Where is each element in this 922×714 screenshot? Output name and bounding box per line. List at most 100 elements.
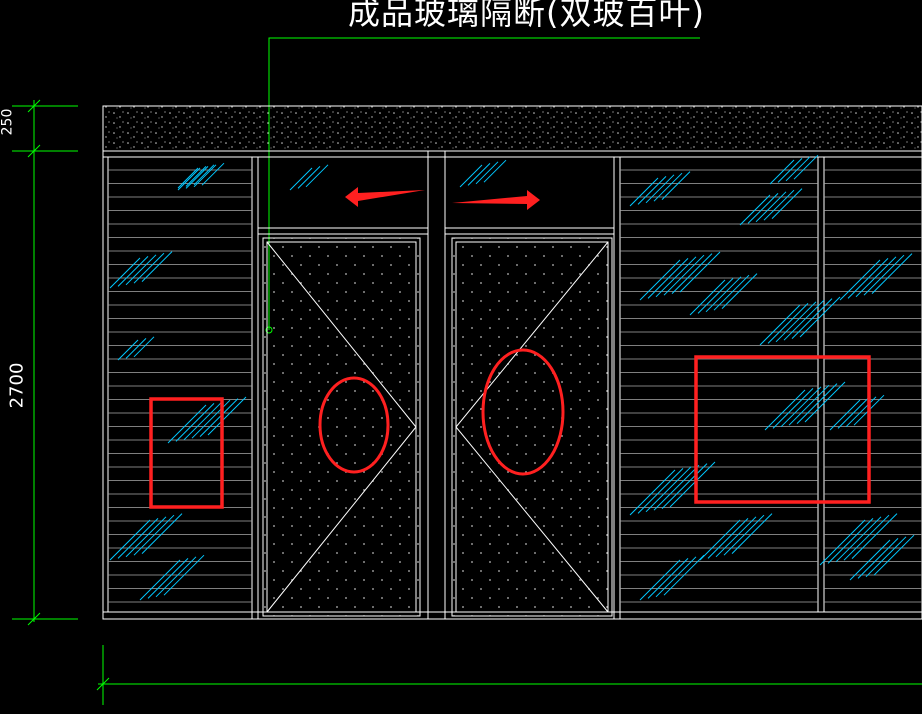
glass-hatch-line xyxy=(193,164,215,186)
glass-hatch-line xyxy=(785,156,811,182)
left-louver-panel xyxy=(108,169,252,603)
glass-hatch-line xyxy=(689,279,726,316)
glass-hatch-line xyxy=(147,558,189,599)
glass-hatch-line xyxy=(827,518,874,564)
glass-hatch-line xyxy=(185,166,209,189)
glass-hatch-line xyxy=(715,516,757,558)
glass-hatch-line xyxy=(647,258,689,299)
glass-hatch-line xyxy=(865,536,907,578)
horizontal-dimension xyxy=(96,645,922,705)
glass-hatch-line xyxy=(183,401,223,441)
glass-hatch-line xyxy=(117,339,139,361)
right-louver-panel xyxy=(620,169,922,603)
glass-hatch-line xyxy=(125,516,167,558)
glass-hatch-line xyxy=(109,257,141,289)
glass-hatch-line xyxy=(699,519,741,561)
glass-hatch-line xyxy=(697,278,734,314)
glass-hatch-line xyxy=(849,539,891,581)
partition-frame xyxy=(102,150,922,620)
glass-hatch-line xyxy=(843,514,890,561)
glass-hatch-line xyxy=(723,514,765,556)
markup-ellipse-right xyxy=(481,348,565,476)
glass-hatch-line xyxy=(637,176,667,205)
glass-hatch-line xyxy=(837,398,869,429)
glass-hatch-line xyxy=(647,558,689,599)
glass-hatch-line xyxy=(629,177,659,207)
drawing-title: 成品玻璃隔断(双玻百叶) xyxy=(348,0,705,32)
glass-hatch-line xyxy=(796,383,838,424)
glass-hatch-line xyxy=(835,516,882,563)
glass-hatch-line xyxy=(839,259,881,301)
glass-hatch-line xyxy=(772,388,814,429)
glass-hatch-line xyxy=(863,254,905,296)
glass-hatch-line xyxy=(775,301,817,343)
glass-hatch-line xyxy=(655,556,697,598)
glass-hatch-line xyxy=(739,194,771,226)
glass-hatch-line xyxy=(791,298,833,339)
markup-rect-right xyxy=(694,355,871,504)
vertical-dimension xyxy=(12,99,78,626)
glass-hatch-line xyxy=(637,468,684,514)
glass-hatch-line xyxy=(661,171,691,200)
glass-hatch-line xyxy=(767,303,809,344)
glass-hatch xyxy=(109,154,915,601)
glass-hatch-line xyxy=(155,556,197,598)
glass-hatch-line xyxy=(139,559,181,601)
glass-hatch-line xyxy=(653,172,683,202)
glass-hatch-line xyxy=(819,519,866,566)
glass-hatch-line xyxy=(755,191,787,223)
glass-hatch-line xyxy=(793,154,819,180)
markup-rect-left xyxy=(149,397,224,509)
arrow-left-markup xyxy=(345,187,425,207)
glass-hatch-line xyxy=(783,299,825,341)
glass-hatch-line xyxy=(763,189,795,221)
glass-hatch-line xyxy=(645,466,692,513)
glass-hatch-line xyxy=(125,254,157,286)
glass-hatch-line xyxy=(873,534,915,576)
glass-hatch-line xyxy=(804,381,846,423)
markup-ellipse-left xyxy=(318,376,390,474)
glass-hatch-line xyxy=(201,162,225,186)
glass-hatch-line xyxy=(193,164,217,188)
glass-hatch-line xyxy=(777,158,803,183)
right-door xyxy=(451,237,613,617)
glass-hatch-line xyxy=(721,273,758,309)
glass-hatch-line xyxy=(199,398,239,437)
glass-hatch-line xyxy=(669,461,716,508)
glass-hatch-line xyxy=(629,469,676,516)
glass-hatch-line xyxy=(857,538,899,579)
glass-hatch-line xyxy=(679,251,721,293)
glass-hatch-line xyxy=(483,159,507,183)
glass-hatch-line xyxy=(645,174,675,204)
glass-hatch-line xyxy=(731,513,773,554)
glass-hatch-line xyxy=(847,258,889,299)
glass-hatch-line xyxy=(175,403,215,442)
glass-hatch-line xyxy=(289,167,313,191)
glass-hatch-line xyxy=(845,396,877,428)
glass-hatch-line xyxy=(663,254,705,296)
glass-hatch-line xyxy=(133,252,165,284)
glass-hatch-line xyxy=(769,159,795,185)
glass-hatch-line xyxy=(117,518,159,559)
glass-hatch-line xyxy=(661,463,708,509)
glass-hatch-line xyxy=(133,336,155,358)
glass-hatch-line xyxy=(109,519,151,561)
glass-hatch-line xyxy=(799,296,841,338)
glass-hatch-line xyxy=(653,464,700,511)
glass-hatch-line xyxy=(133,514,175,556)
glass-hatch-line xyxy=(167,404,207,444)
glass-hatch-line xyxy=(871,253,913,294)
glass-hatch-line xyxy=(747,193,779,224)
glass-hatch-line xyxy=(459,164,483,188)
glass-hatch-line xyxy=(467,163,491,186)
left-door xyxy=(262,237,421,617)
glass-hatch-line xyxy=(663,554,705,596)
glass-hatch-line xyxy=(705,276,742,313)
glass-hatch-line xyxy=(707,518,749,559)
glass-hatch-line xyxy=(655,256,697,298)
top-band xyxy=(102,105,922,152)
arrow-right-markup xyxy=(452,190,540,210)
glass-hatch-line xyxy=(297,166,321,189)
glass-hatch-line xyxy=(117,256,149,287)
